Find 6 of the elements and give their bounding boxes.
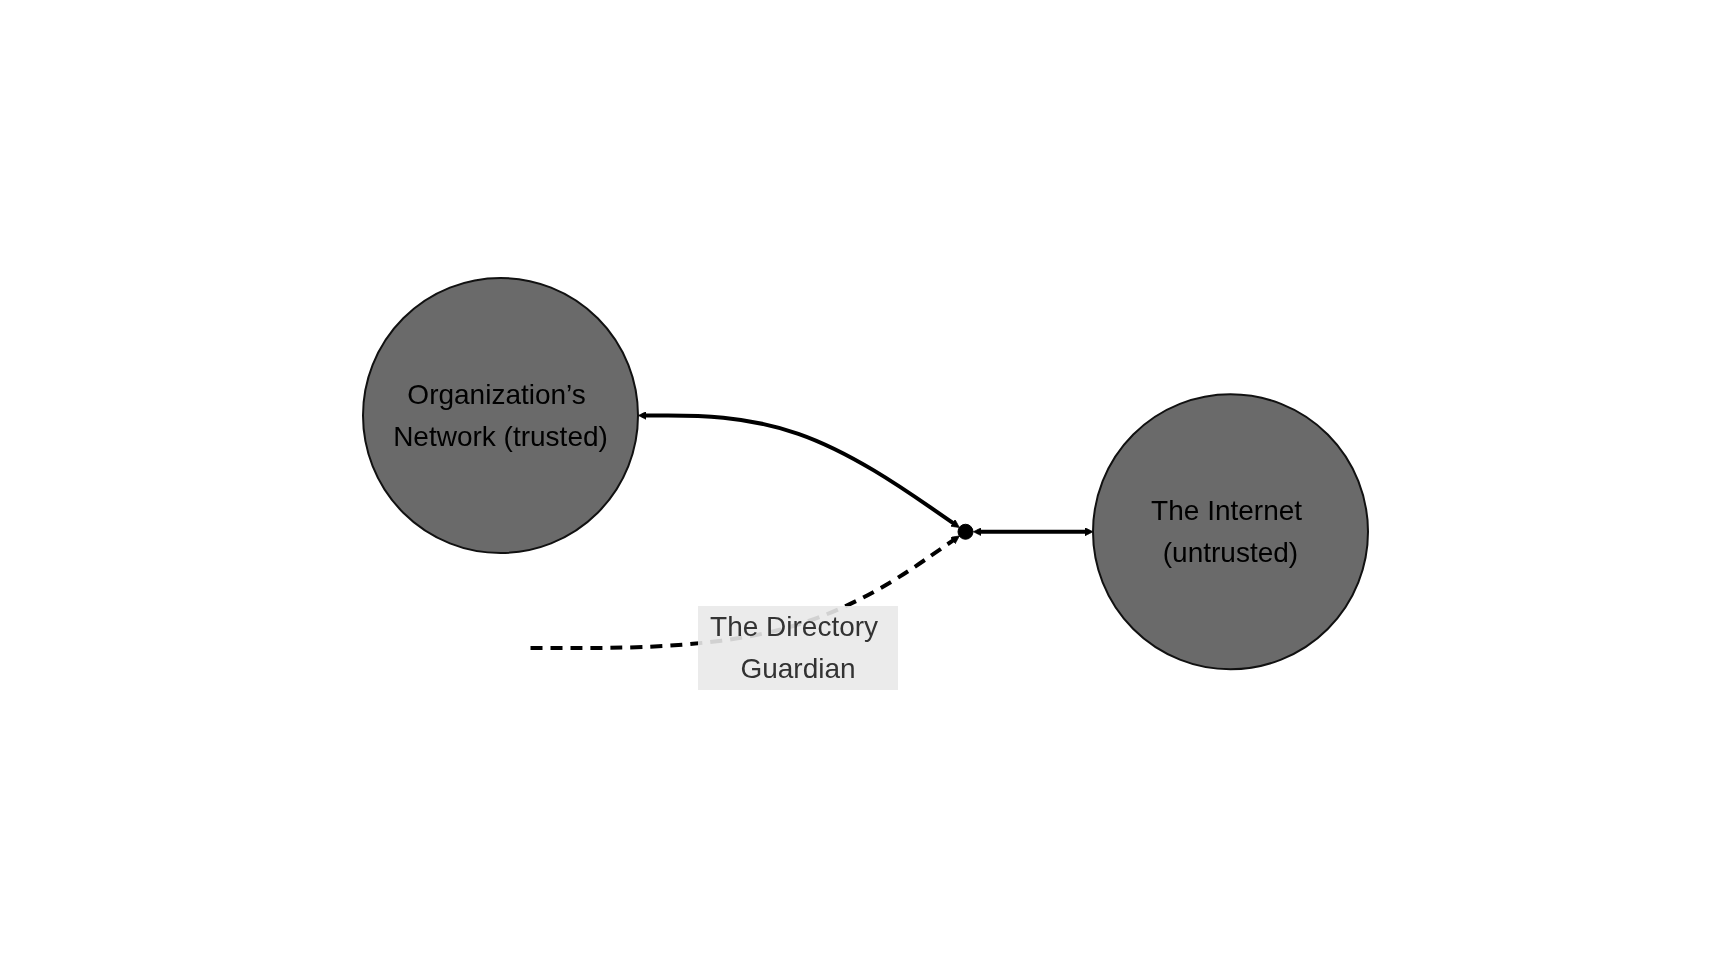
node-circle: The Internet (untrusted) [1092,393,1369,671]
edge-label: The Directory Guardian [710,611,879,684]
node-circle [957,523,974,540]
node-circle: Organization’s Network (trusted) [362,277,639,554]
arrow [638,411,960,528]
arrow [973,527,1094,537]
